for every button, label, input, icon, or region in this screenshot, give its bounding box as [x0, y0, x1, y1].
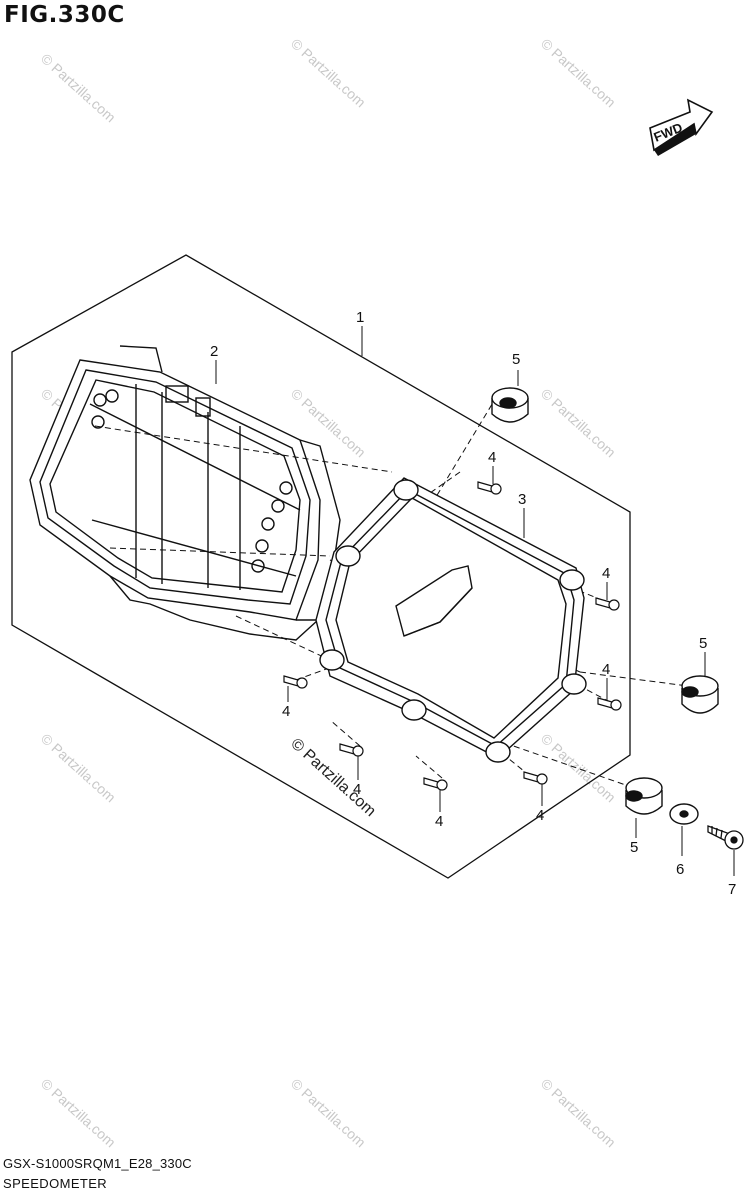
small-screw [523, 771, 548, 785]
watermark: © Partzilla.com [38, 730, 119, 805]
small-screw [477, 481, 502, 495]
callout-label: 4 [602, 565, 610, 582]
callout-label: 4 [602, 661, 610, 678]
watermark: © Partzilla.com [288, 1075, 369, 1150]
callout-label: 5 [512, 351, 520, 368]
watermark: © Partzilla.com [38, 1075, 119, 1150]
figure-title: FIG.330C [4, 2, 125, 28]
meter-housing [29, 345, 341, 641]
small-screw [595, 597, 620, 611]
watermark: © Partzilla.com [538, 1075, 619, 1150]
small-screw [283, 675, 308, 689]
watermark: © Partzilla.com [538, 730, 619, 805]
washer [669, 803, 699, 825]
callout-label: 6 [676, 861, 684, 878]
rubber-grommet [625, 777, 663, 815]
callout-label: 5 [630, 839, 638, 856]
fwd-arrow-icon: FWD [649, 98, 714, 156]
callout-label: 3 [518, 491, 526, 508]
callout-label: 4 [435, 813, 443, 830]
small-screw [423, 777, 448, 791]
callout-label: 4 [488, 449, 496, 466]
callout-label: 4 [282, 703, 290, 720]
watermark-center: © Partzilla.com [287, 735, 378, 820]
callout-label: 2 [210, 343, 218, 360]
callout-label: 5 [699, 635, 707, 652]
callout-labels: 1 2 3 4 4 4 4 4 4 4 5 5 5 6 7 [210, 309, 736, 898]
watermark: © Partzilla.com [38, 50, 119, 125]
watermark: © Partzilla.com [288, 35, 369, 110]
callout-lines [215, 326, 735, 876]
rubber-grommet [681, 675, 719, 714]
screw [707, 825, 744, 850]
meter-cover-lens [315, 477, 587, 763]
watermark: © Partzilla.com [538, 385, 619, 460]
watermark: © Partzilla.com [538, 35, 619, 110]
callout-label: 4 [353, 781, 361, 798]
callout-label: 7 [728, 881, 736, 898]
small-screw [597, 697, 622, 711]
callout-label: 1 [356, 309, 364, 326]
rubber-grommet [491, 387, 529, 423]
assembly-outline-box [11, 254, 631, 879]
section-name: SPEEDOMETER [3, 1176, 108, 1191]
small-screw [339, 743, 364, 757]
model-code: GSX-S1000SRQM1_E28_330C [3, 1156, 192, 1171]
callout-label: 4 [536, 807, 544, 824]
